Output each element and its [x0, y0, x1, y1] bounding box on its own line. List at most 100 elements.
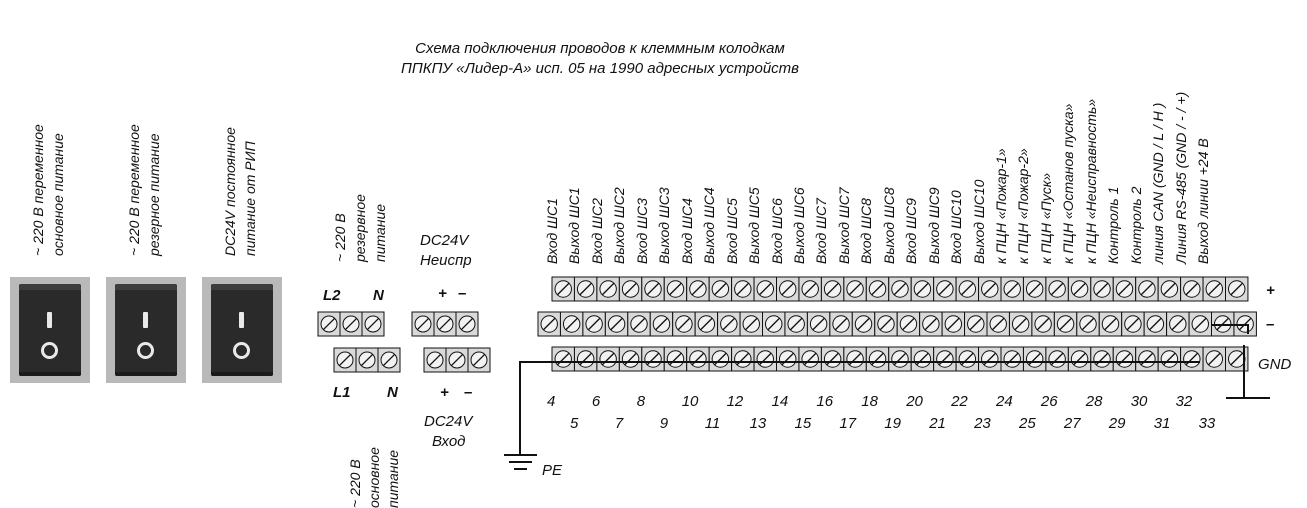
screw-slot — [781, 282, 794, 296]
terminal-number: 11 — [704, 415, 721, 432]
terminal-number: 12 — [726, 393, 744, 410]
terminal-number: 33 — [1198, 415, 1216, 432]
terminal-number: 20 — [906, 393, 923, 410]
terminal-label: к ПЦН «Пожар-2» — [1015, 148, 1032, 264]
terminal-number: 25 — [1019, 415, 1036, 432]
pe-wire — [519, 361, 1200, 455]
terminal-number: 6 — [591, 393, 601, 410]
dc-input-label2: Вход — [432, 433, 466, 450]
terminal-number: 4 — [547, 393, 556, 410]
screw-slot — [1208, 282, 1221, 296]
screw-slot — [767, 317, 780, 331]
screw-slot — [1073, 282, 1086, 296]
screw-slot — [1140, 282, 1154, 296]
dc-fault-minus: – — [458, 285, 467, 302]
reserve-power-switch[interactable] — [106, 277, 186, 383]
terminal-number: 5 — [570, 415, 579, 432]
rail-plus-label: + — [1266, 282, 1275, 299]
terminal-label: к ПЦН «Пуск» — [1037, 172, 1054, 264]
screw-slot — [969, 317, 982, 331]
terminal-label: Выход ШС7 — [835, 187, 852, 264]
terminal-label: Выход линии +24 В — [1195, 138, 1212, 264]
screw-slot — [871, 282, 884, 296]
screw-slot — [338, 353, 352, 367]
screw-slot — [1171, 317, 1185, 331]
dc-fault-label2: Неиспр — [420, 252, 472, 269]
screw-slot — [624, 282, 637, 296]
screw-slot — [438, 317, 452, 331]
screw-slot — [826, 282, 839, 296]
terminal-number: 19 — [884, 415, 901, 432]
screw-slot — [812, 317, 825, 331]
terminal-number: 23 — [974, 415, 991, 432]
screw-slot — [834, 317, 848, 331]
terminal-label: к ПЦН «Останов пуска» — [1060, 103, 1077, 264]
terminal-label: Выход ШС10 — [970, 179, 987, 264]
dc-power-switch[interactable] — [202, 277, 282, 383]
terminal-number: 29 — [1108, 415, 1126, 432]
terminal-number: 21 — [929, 415, 946, 432]
screw-slot — [1014, 317, 1027, 331]
dc-input-label1: DC24V — [424, 413, 473, 430]
main-power-switch[interactable] — [10, 277, 90, 383]
screw-slot — [632, 317, 646, 331]
screw-slot — [789, 317, 803, 331]
screw-slot — [803, 282, 817, 296]
terminal-label: Выход ШС6 — [790, 187, 807, 264]
screw-slot — [983, 282, 996, 296]
switch1-label2: основное питание — [50, 133, 66, 256]
minus-wire — [1212, 324, 1249, 334]
terminal-number: 17 — [839, 415, 857, 432]
switch2-label1: ~ 220 В переменное — [126, 124, 142, 256]
screw-slot — [947, 317, 960, 331]
terminal-label: Вход ШС4 — [678, 198, 695, 264]
terminal-number: 27 — [1063, 415, 1081, 432]
switch2-label2: резерное питание — [146, 133, 162, 256]
screw-slot — [610, 317, 623, 331]
terminal-label: Вход ШС6 — [768, 198, 785, 264]
switch3-label1: DC24V постоянное — [222, 127, 238, 256]
main-power-label3: питание — [385, 449, 401, 508]
main-power-label2: основное — [366, 447, 382, 508]
terminal-l2-label: L2 — [323, 287, 341, 304]
screw-slot — [677, 317, 691, 331]
screw-slot — [924, 317, 938, 331]
terminal-number: 14 — [771, 393, 789, 410]
screw-slot — [1185, 282, 1199, 296]
terminal-number: 30 — [1130, 393, 1148, 410]
screw-slot — [961, 282, 974, 296]
screw-slot — [1095, 282, 1109, 296]
terminal-number: 18 — [861, 393, 878, 410]
terminal-number: 16 — [816, 393, 834, 410]
screw-slot — [416, 317, 430, 331]
terminal-number: 8 — [636, 393, 646, 410]
screw-slot — [543, 317, 556, 331]
screw-slot — [587, 317, 601, 331]
rocker-switch-icon — [19, 284, 81, 376]
terminal-label: Выход ШС9 — [925, 187, 942, 264]
screw-slot — [450, 353, 464, 367]
switch1-label1: ~ 220 В переменное — [30, 124, 46, 256]
diagram-title-line2: ППКПУ «Лидер-А» исп. 05 на 1990 адресных… — [400, 60, 800, 77]
screw-slot — [1230, 352, 1243, 366]
screw-slot — [1230, 282, 1243, 296]
dc-input-plus: + — [440, 384, 449, 401]
dc-fault-label1: DC24V — [420, 232, 469, 249]
terminal-label: Вход ШС2 — [588, 198, 605, 264]
screw-slot — [938, 282, 952, 296]
screw-slot — [460, 317, 474, 331]
diagram-title-line1: Схема подключения проводов к клеммным ко… — [415, 40, 785, 57]
screw-slot — [472, 353, 486, 367]
switch3-label2: питание от РИП — [242, 141, 258, 256]
terminal-label: Вход ШС10 — [948, 190, 965, 264]
screw-slot — [344, 317, 358, 331]
terminal-label: Вход ШС8 — [858, 198, 875, 264]
dc-fault-plus: + — [438, 285, 447, 302]
terminal-label: Выход ШС1 — [566, 187, 583, 264]
terminal-l1-label: L1 — [333, 384, 351, 401]
screw-slot — [601, 282, 615, 296]
screw-slot — [1028, 282, 1041, 296]
dc-input-minus: – — [464, 384, 473, 401]
screw-slot — [736, 282, 750, 296]
